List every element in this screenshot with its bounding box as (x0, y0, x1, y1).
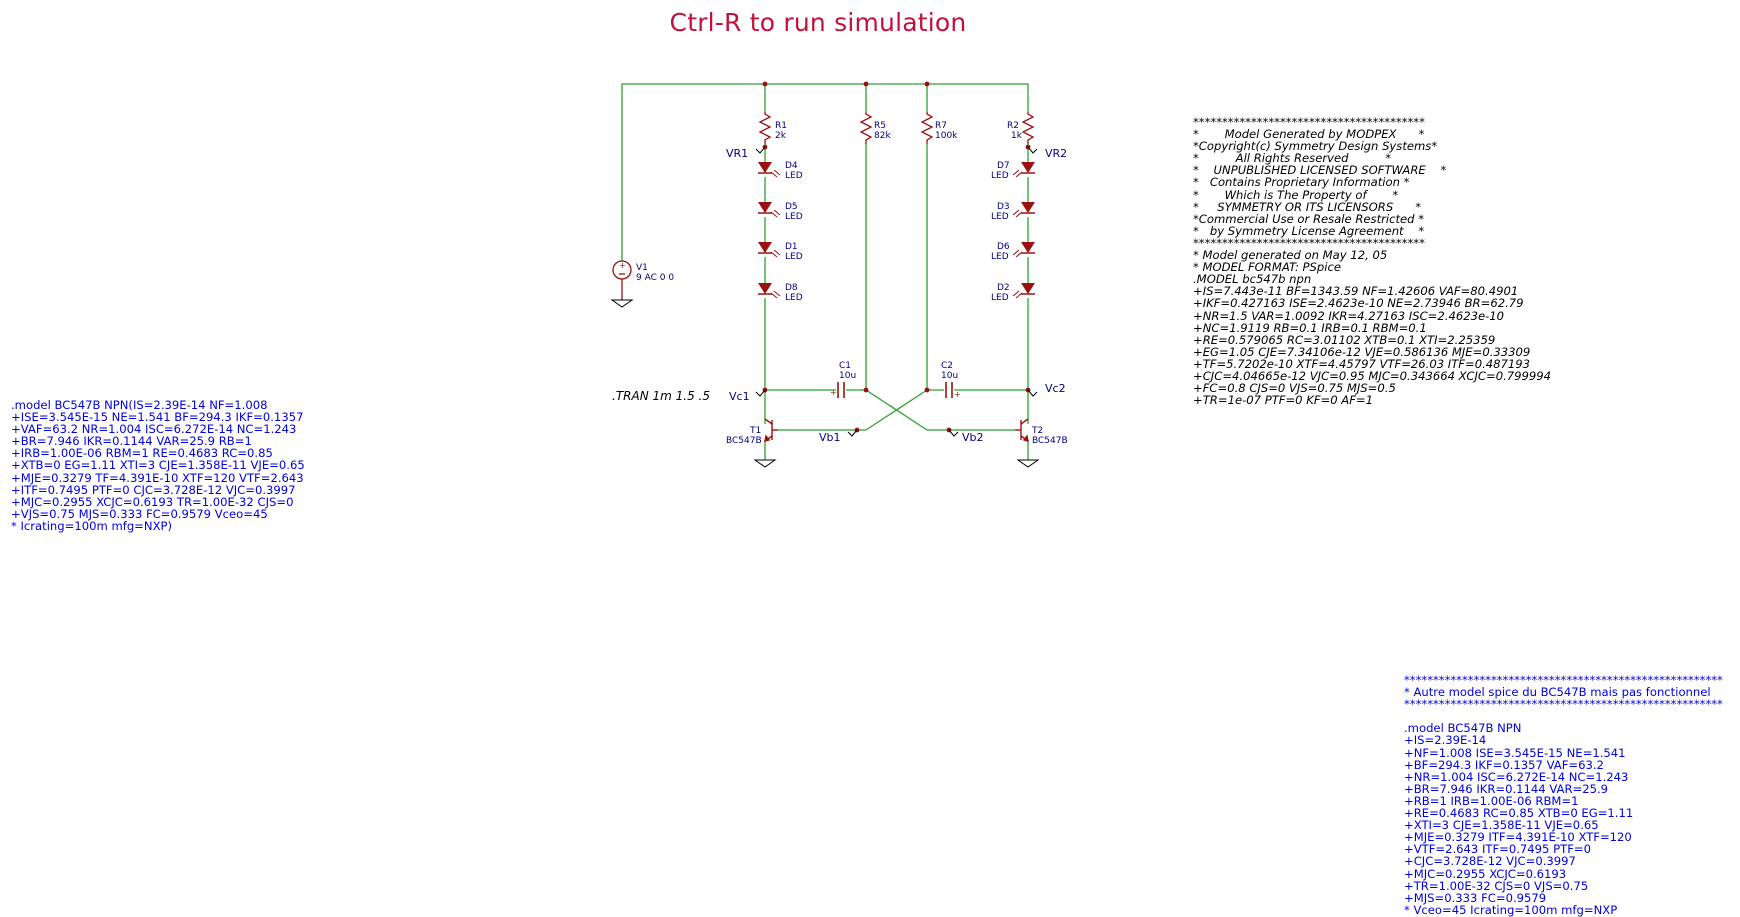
led-d3[interactable] (1020, 201, 1036, 214)
spice-model-alt[interactable]: ****************************************… (1404, 673, 1723, 917)
d8-name: D8 (785, 283, 798, 293)
transistor-t2[interactable] (1015, 418, 1029, 442)
d5-value: LED (785, 212, 803, 222)
d7-name: D7 (997, 161, 1010, 171)
spice-model-left[interactable]: .model BC547B NPN(IS=2.39E-14 NF=1.008 +… (11, 398, 305, 533)
led-emission-arrows (770, 169, 1023, 299)
resistor-r7[interactable] (920, 112, 934, 144)
d3-value: LED (991, 212, 1009, 222)
net-label-vb1: Vb1 (819, 431, 841, 444)
wires (621, 83, 1029, 460)
capacitor-c2[interactable]: + (945, 382, 961, 399)
d4-name: D4 (785, 161, 798, 171)
d8-value: LED (785, 293, 803, 303)
junctions (762, 81, 1031, 433)
net-label-vc1: Vc1 (729, 390, 750, 403)
led-d5[interactable] (757, 201, 773, 214)
net-flags (755, 146, 1038, 437)
d3-name: D3 (997, 202, 1010, 212)
net-label-vr1: VR1 (726, 147, 748, 160)
c1-name: C1 (839, 361, 851, 371)
t1-value: BC547B (726, 436, 762, 446)
d5-name: D5 (785, 202, 798, 212)
resistor-r1[interactable] (758, 112, 772, 144)
net-label-vr2: VR2 (1045, 147, 1067, 160)
r2-name: R2 (1007, 121, 1019, 131)
d7-value: LED (991, 171, 1009, 181)
led-d7[interactable] (1020, 161, 1036, 174)
transistor-t1[interactable] (764, 418, 778, 442)
capacitor-c1[interactable]: + (830, 382, 845, 398)
resistor-r5[interactable] (859, 112, 873, 144)
d1-name: D1 (785, 242, 798, 252)
r5-value: 82k (874, 131, 891, 141)
r1-name: R1 (775, 121, 787, 131)
r7-value: 100k (935, 131, 958, 141)
r5-name: R5 (874, 121, 886, 131)
spice-directive-tran[interactable]: .TRAN 1m 1.5 .5 (612, 389, 710, 403)
led-d2[interactable] (1020, 282, 1036, 295)
r7-name: R7 (935, 121, 947, 131)
ground-symbols (610, 299, 1040, 468)
d6-value: LED (991, 252, 1009, 262)
c2-name: C2 (941, 361, 953, 371)
r2-value: 1k (1011, 131, 1023, 141)
svg-text:+: + (830, 388, 837, 397)
svg-text:+: + (619, 261, 626, 270)
page-title: Ctrl-R to run simulation (669, 8, 967, 37)
t2-name: T2 (1031, 426, 1043, 436)
d2-name: D2 (997, 283, 1010, 293)
led-d6[interactable] (1020, 241, 1036, 254)
net-label-vb2: Vb2 (962, 431, 984, 444)
d4-value: LED (785, 171, 803, 181)
v1-name: V1 (636, 263, 648, 273)
r1-value: 2k (775, 131, 787, 141)
resistor-r2[interactable] (1021, 112, 1035, 144)
led-d4[interactable] (757, 161, 773, 174)
d2-value: LED (991, 293, 1009, 303)
t2-value: BC547B (1032, 436, 1068, 446)
t1-name: T1 (749, 426, 761, 436)
svg-text:+: + (954, 390, 961, 399)
c1-value: 10u (839, 371, 856, 381)
voltage-source-v1[interactable]: + (612, 260, 632, 300)
net-label-vc2: Vc2 (1045, 382, 1066, 395)
d1-value: LED (785, 252, 803, 262)
c2-value: 10u (941, 371, 958, 381)
v1-value: 9 AC 0 0 (636, 273, 674, 283)
led-d8[interactable] (757, 282, 773, 295)
spice-model-pspice[interactable]: ****************************************… (1193, 115, 1552, 408)
d6-name: D6 (997, 242, 1010, 252)
led-d1[interactable] (757, 241, 773, 254)
